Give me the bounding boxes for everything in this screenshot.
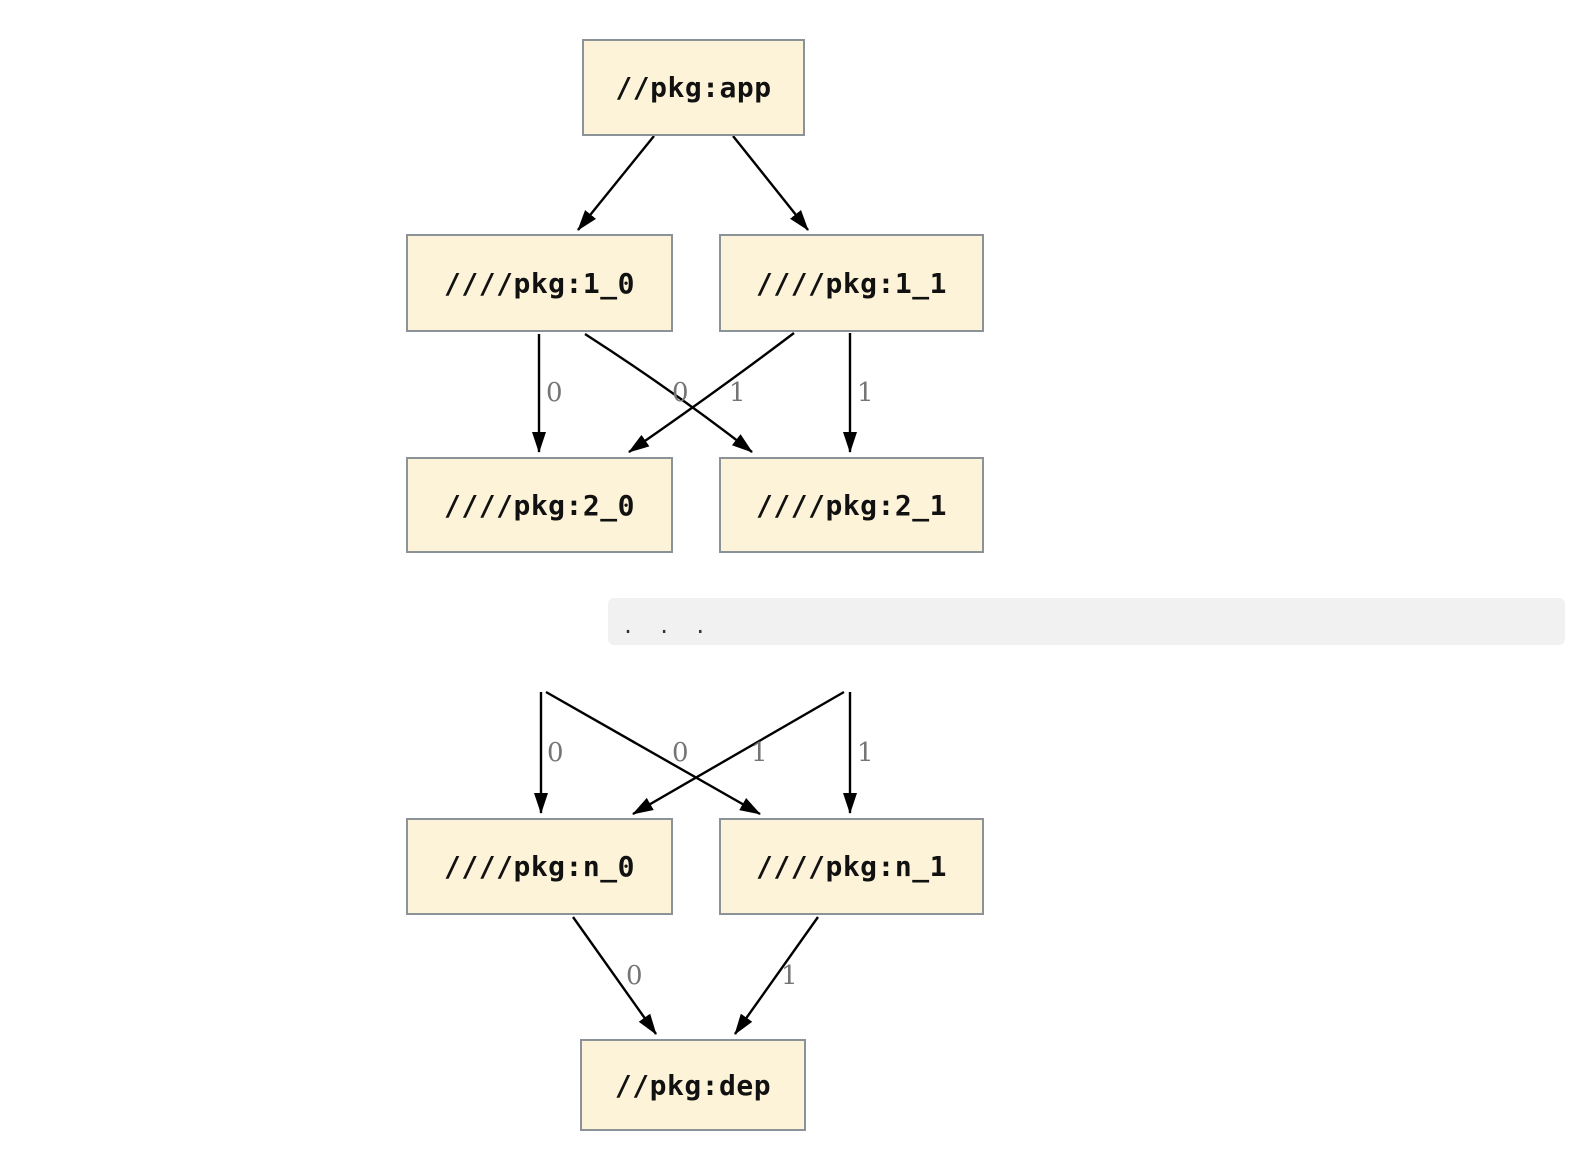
node-2_1: ////pkg:2_1 — [719, 457, 984, 553]
edge-n_1-to-dep — [734, 916, 819, 1035]
edge-label-prev_0-to-n_1: 1 — [751, 738, 768, 768]
node-1_0: ////pkg:1_0 — [406, 234, 673, 332]
node-1_1: ////pkg:1_1 — [719, 234, 984, 332]
ellipsis-band: . . . — [608, 598, 1565, 645]
node-dep-label: //pkg:dep — [614, 1068, 772, 1102]
ellipsis-text: . . . — [622, 614, 707, 638]
edge-label-n_1-to-dep: 1 — [781, 961, 798, 991]
node-n_1-label: ////pkg:n_1 — [756, 850, 947, 883]
edge-label-prev_0-to-n_0: 0 — [547, 738, 564, 768]
edge-label-1_0-to-2_0: 0 — [546, 378, 563, 408]
edge-1_0-to-2_1 — [584, 332, 753, 453]
node-1_0-label: ////pkg:1_0 — [444, 266, 635, 300]
node-2_1-label: ////pkg:2_1 — [756, 488, 947, 522]
node-dep: //pkg:dep — [580, 1039, 806, 1131]
edge-label-1_1-to-2_0: 0 — [672, 378, 689, 408]
edge-label-1_1-to-2_1: 1 — [857, 378, 874, 408]
edge-prev_0-to-n_1 — [545, 690, 761, 816]
edge-label-1_0-to-2_1: 1 — [729, 378, 746, 408]
edge-app-to-1_1 — [732, 135, 809, 231]
node-n_0-label: ////pkg:n_0 — [444, 850, 635, 883]
edge-label-prev_1-to-n_0: 0 — [672, 738, 689, 768]
edge-label-prev_1-to-n_1: 1 — [857, 738, 874, 768]
edge-n_0-to-dep — [572, 916, 657, 1035]
node-n_1: ////pkg:n_1 — [719, 818, 984, 915]
edge-label-n_0-to-dep: 0 — [626, 961, 643, 991]
edge-1_1-to-2_0 — [628, 332, 795, 453]
node-app: //pkg:app — [582, 39, 805, 136]
node-n_0: ////pkg:n_0 — [406, 818, 673, 915]
edge-prev_1-to-n_0 — [632, 690, 845, 816]
node-2_0-label: ////pkg:2_0 — [444, 488, 635, 522]
edge-app-to-1_0 — [577, 135, 655, 231]
node-2_0: ////pkg:2_0 — [406, 457, 673, 553]
node-app-label: //pkg:app — [615, 71, 772, 104]
node-1_1-label: ////pkg:1_1 — [756, 266, 947, 300]
